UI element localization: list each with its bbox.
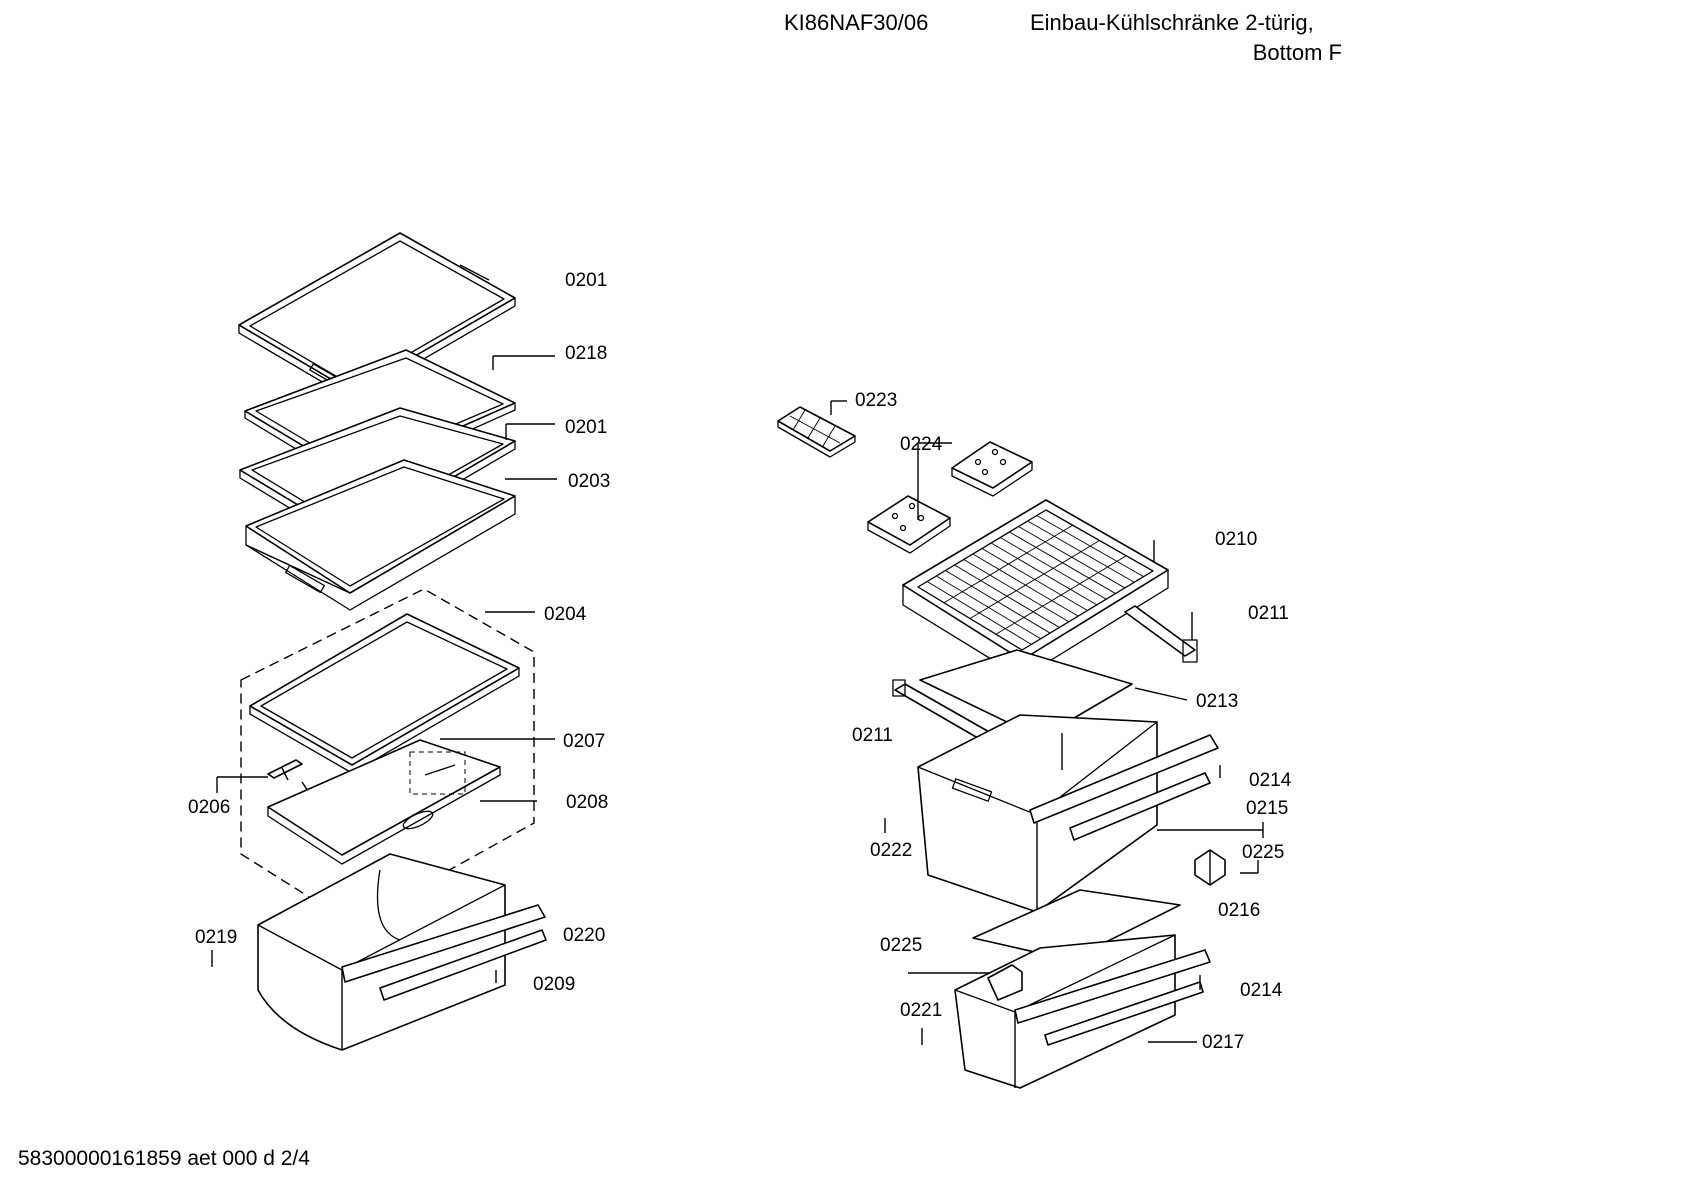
leader-lines xyxy=(211,355,1264,1045)
label-0201-top: 0201 xyxy=(565,270,607,291)
part-0203-shelf-frame xyxy=(245,459,516,611)
label-0213: 0213 xyxy=(1196,691,1238,712)
label-0221: 0221 xyxy=(900,1000,942,1021)
part-0204-assembly-outline xyxy=(240,588,535,925)
label-0211-right: 0211 xyxy=(1248,603,1289,624)
part-0211-rail-right xyxy=(1124,605,1198,663)
label-0214-lower: 0214 xyxy=(1240,980,1283,1001)
part-0219-vegetable-drawer xyxy=(257,853,547,1051)
label-0217: 0217 xyxy=(1202,1032,1244,1053)
tray-grid-line xyxy=(969,540,1100,619)
part-0210-grid-tray xyxy=(902,499,1169,679)
part-0206-hinge-bracket xyxy=(267,759,311,795)
label-0220: 0220 xyxy=(563,925,605,946)
label-0216: 0216 xyxy=(1218,900,1260,921)
label-0203: 0203 xyxy=(568,471,610,492)
part-0216-latch xyxy=(1194,849,1226,886)
label-0210: 0210 xyxy=(1215,529,1257,550)
label-0214-upper: 0214 xyxy=(1249,770,1292,791)
label-0215: 0215 xyxy=(1246,798,1288,819)
part-0223-ice-tray xyxy=(777,406,856,458)
label-0218: 0218 xyxy=(565,343,607,364)
tray-grid-line xyxy=(995,555,1127,635)
part-0224-cold-pack-left xyxy=(867,495,951,554)
part-0221-lower-drawer xyxy=(954,934,1211,1089)
label-0211-left: 0211 xyxy=(852,725,893,746)
label-0224: 0224 xyxy=(900,434,943,455)
part-0224-cold-pack-right xyxy=(951,441,1033,497)
label-0209: 0209 xyxy=(533,974,575,995)
label-0207: 0207 xyxy=(563,731,605,752)
part-0213-glass-plate xyxy=(919,649,1133,739)
label-0204: 0204 xyxy=(544,604,587,625)
appliance-description-line2: Bottom F xyxy=(1252,40,1342,64)
part-0207-glass-plate xyxy=(249,613,520,774)
document-id-footer: 58300000161859 aet 000 d 2/4 xyxy=(18,1147,310,1170)
label-0225-right: 0225 xyxy=(1242,842,1284,863)
model-number: KI86NAF30/06 xyxy=(784,10,929,35)
label-0219: 0219 xyxy=(195,927,237,948)
label-0222: 0222 xyxy=(870,840,912,861)
label-0225-left: 0225 xyxy=(880,935,922,956)
appliance-description-line1: Einbau-Kühlschränke 2-türig, xyxy=(1030,10,1314,35)
tray-grid-line xyxy=(943,524,1073,604)
part-0215-freezer-drawer xyxy=(917,714,1219,913)
label-0223: 0223 xyxy=(855,390,897,411)
label-0206: 0206 xyxy=(188,797,230,818)
label-0201-mid: 0201 xyxy=(565,417,607,438)
label-0208: 0208 xyxy=(566,792,608,813)
part-0208-cover-plate xyxy=(267,739,501,865)
